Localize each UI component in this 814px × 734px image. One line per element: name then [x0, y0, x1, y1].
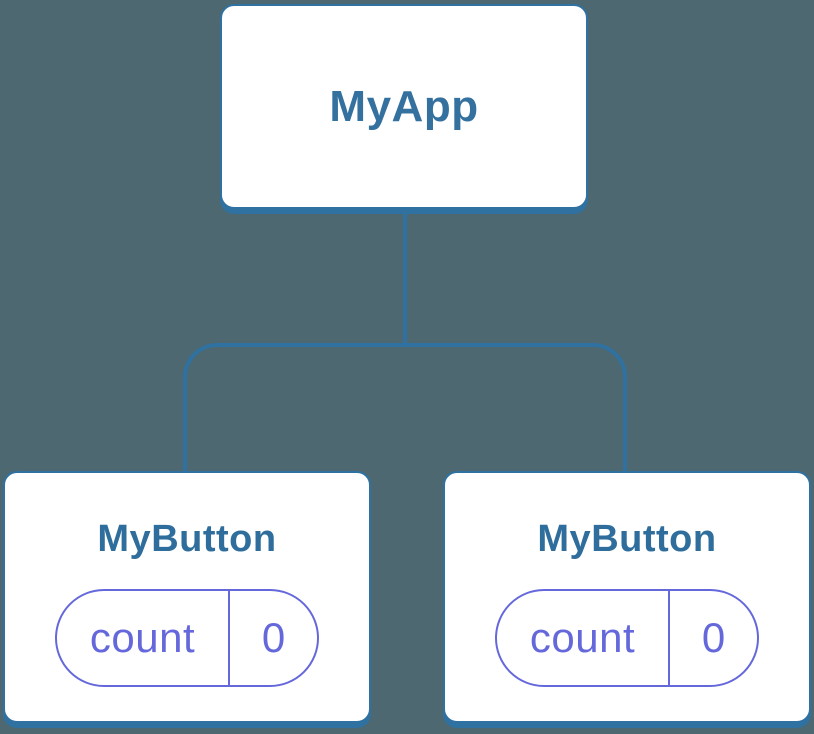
state-value-label: 0 [668, 591, 757, 685]
node-myapp: MyApp [220, 4, 588, 209]
node-mybutton-left-label: MyButton [97, 518, 277, 560]
connector-branch-bracket [183, 343, 627, 471]
node-mybutton-right: MyButton count 0 [443, 471, 811, 723]
node-mybutton-right-label: MyButton [537, 518, 717, 560]
node-mybutton-left: MyButton count 0 [3, 471, 371, 723]
connector-trunk-line [403, 211, 407, 345]
state-pill-right: count 0 [495, 589, 759, 687]
state-value-label: 0 [228, 591, 317, 685]
state-pill-left: count 0 [55, 589, 319, 687]
node-myapp-label: MyApp [329, 81, 479, 131]
state-name-label: count [529, 614, 636, 661]
state-name-label: count [89, 614, 196, 661]
